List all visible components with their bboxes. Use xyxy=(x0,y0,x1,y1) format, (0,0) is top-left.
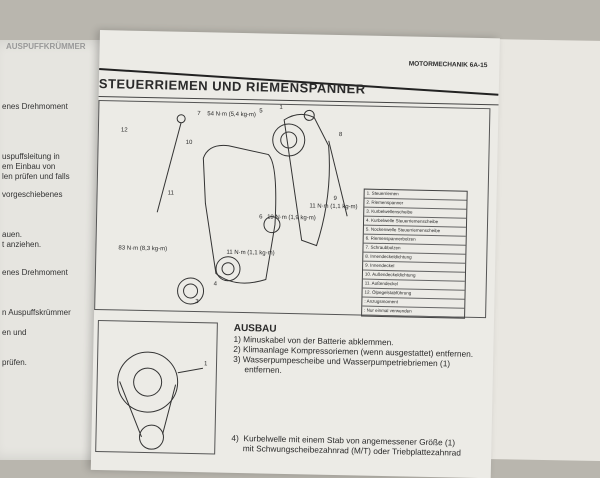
callout: 1 xyxy=(203,361,208,368)
left-line: t anziehen. xyxy=(2,240,42,249)
alternator-illustration: 1 xyxy=(95,320,218,455)
left-line: len prüfen und falls xyxy=(2,172,70,181)
callout: 6 xyxy=(259,214,263,221)
page-title: STEUERRIEMEN UND RIEMENSPANNER xyxy=(98,75,366,97)
left-line: em Einbau von xyxy=(2,162,56,171)
torque-spec: 11 N·m (1,1 kg-m) xyxy=(226,249,275,257)
callout: 11 xyxy=(167,190,174,197)
legend-item-replace: : Nur einmal verwenden xyxy=(362,306,465,318)
left-line: uspuffsleitung in xyxy=(2,152,60,161)
left-line: enes Drehmoment xyxy=(2,102,68,111)
left-line: vorgeschiebenes xyxy=(2,190,63,199)
parts-legend: 1. Steuerriemen 2. Riemenspanner 3. Kurb… xyxy=(361,188,468,319)
left-line: prüfen. xyxy=(2,358,27,367)
callout: 12 xyxy=(120,127,128,134)
callout: 10 xyxy=(185,139,193,146)
callout: 8 xyxy=(338,132,343,139)
left-line: auen. xyxy=(2,230,23,239)
left-line: enes Drehmoment xyxy=(2,268,68,277)
callout: 1 xyxy=(279,104,283,111)
timing-belt-drawing xyxy=(156,109,348,305)
torque-spec: 19 N·m (1,9 kg-m) xyxy=(267,214,316,222)
left-line: n Auspuffskrümmer xyxy=(2,308,71,317)
belt-removal-drawing xyxy=(117,351,204,450)
callout: 9 xyxy=(333,195,337,202)
torque-spec: 11 N·m (1,1 kg-m) xyxy=(309,203,358,211)
exploded-diagram: 12 10 11 5 1 8 9 4 3 7 6 54 N·m (5,4 kg-… xyxy=(94,99,491,319)
section-header: MOTORMECHANIK 6A-15 xyxy=(408,60,488,70)
torque-spec: 83 N·m (8,3 kg-m) xyxy=(118,245,168,253)
left-line: en und xyxy=(2,328,27,337)
left-page-header: AUSPUFFKRÜMMER xyxy=(6,42,86,51)
left-page: AUSPUFFKRÜMMER enes Drehmoment uspuffsle… xyxy=(0,40,112,460)
callout: 5 xyxy=(259,108,263,115)
manual-page: MOTORMECHANIK 6A-15 STEUERRIEMEN UND RIE… xyxy=(90,30,500,478)
torque-spec: 54 N·m (5,4 kg-m) xyxy=(207,111,256,119)
removal-instructions: AUSBAU 1) Minuskabel von der Batterie ab… xyxy=(233,323,484,379)
callout: 7 xyxy=(197,111,201,118)
callout: 4 xyxy=(213,281,218,288)
step-4: 4) Kurbelwelle mit einem Stab von angeme… xyxy=(231,433,461,458)
callout: 3 xyxy=(195,299,199,306)
